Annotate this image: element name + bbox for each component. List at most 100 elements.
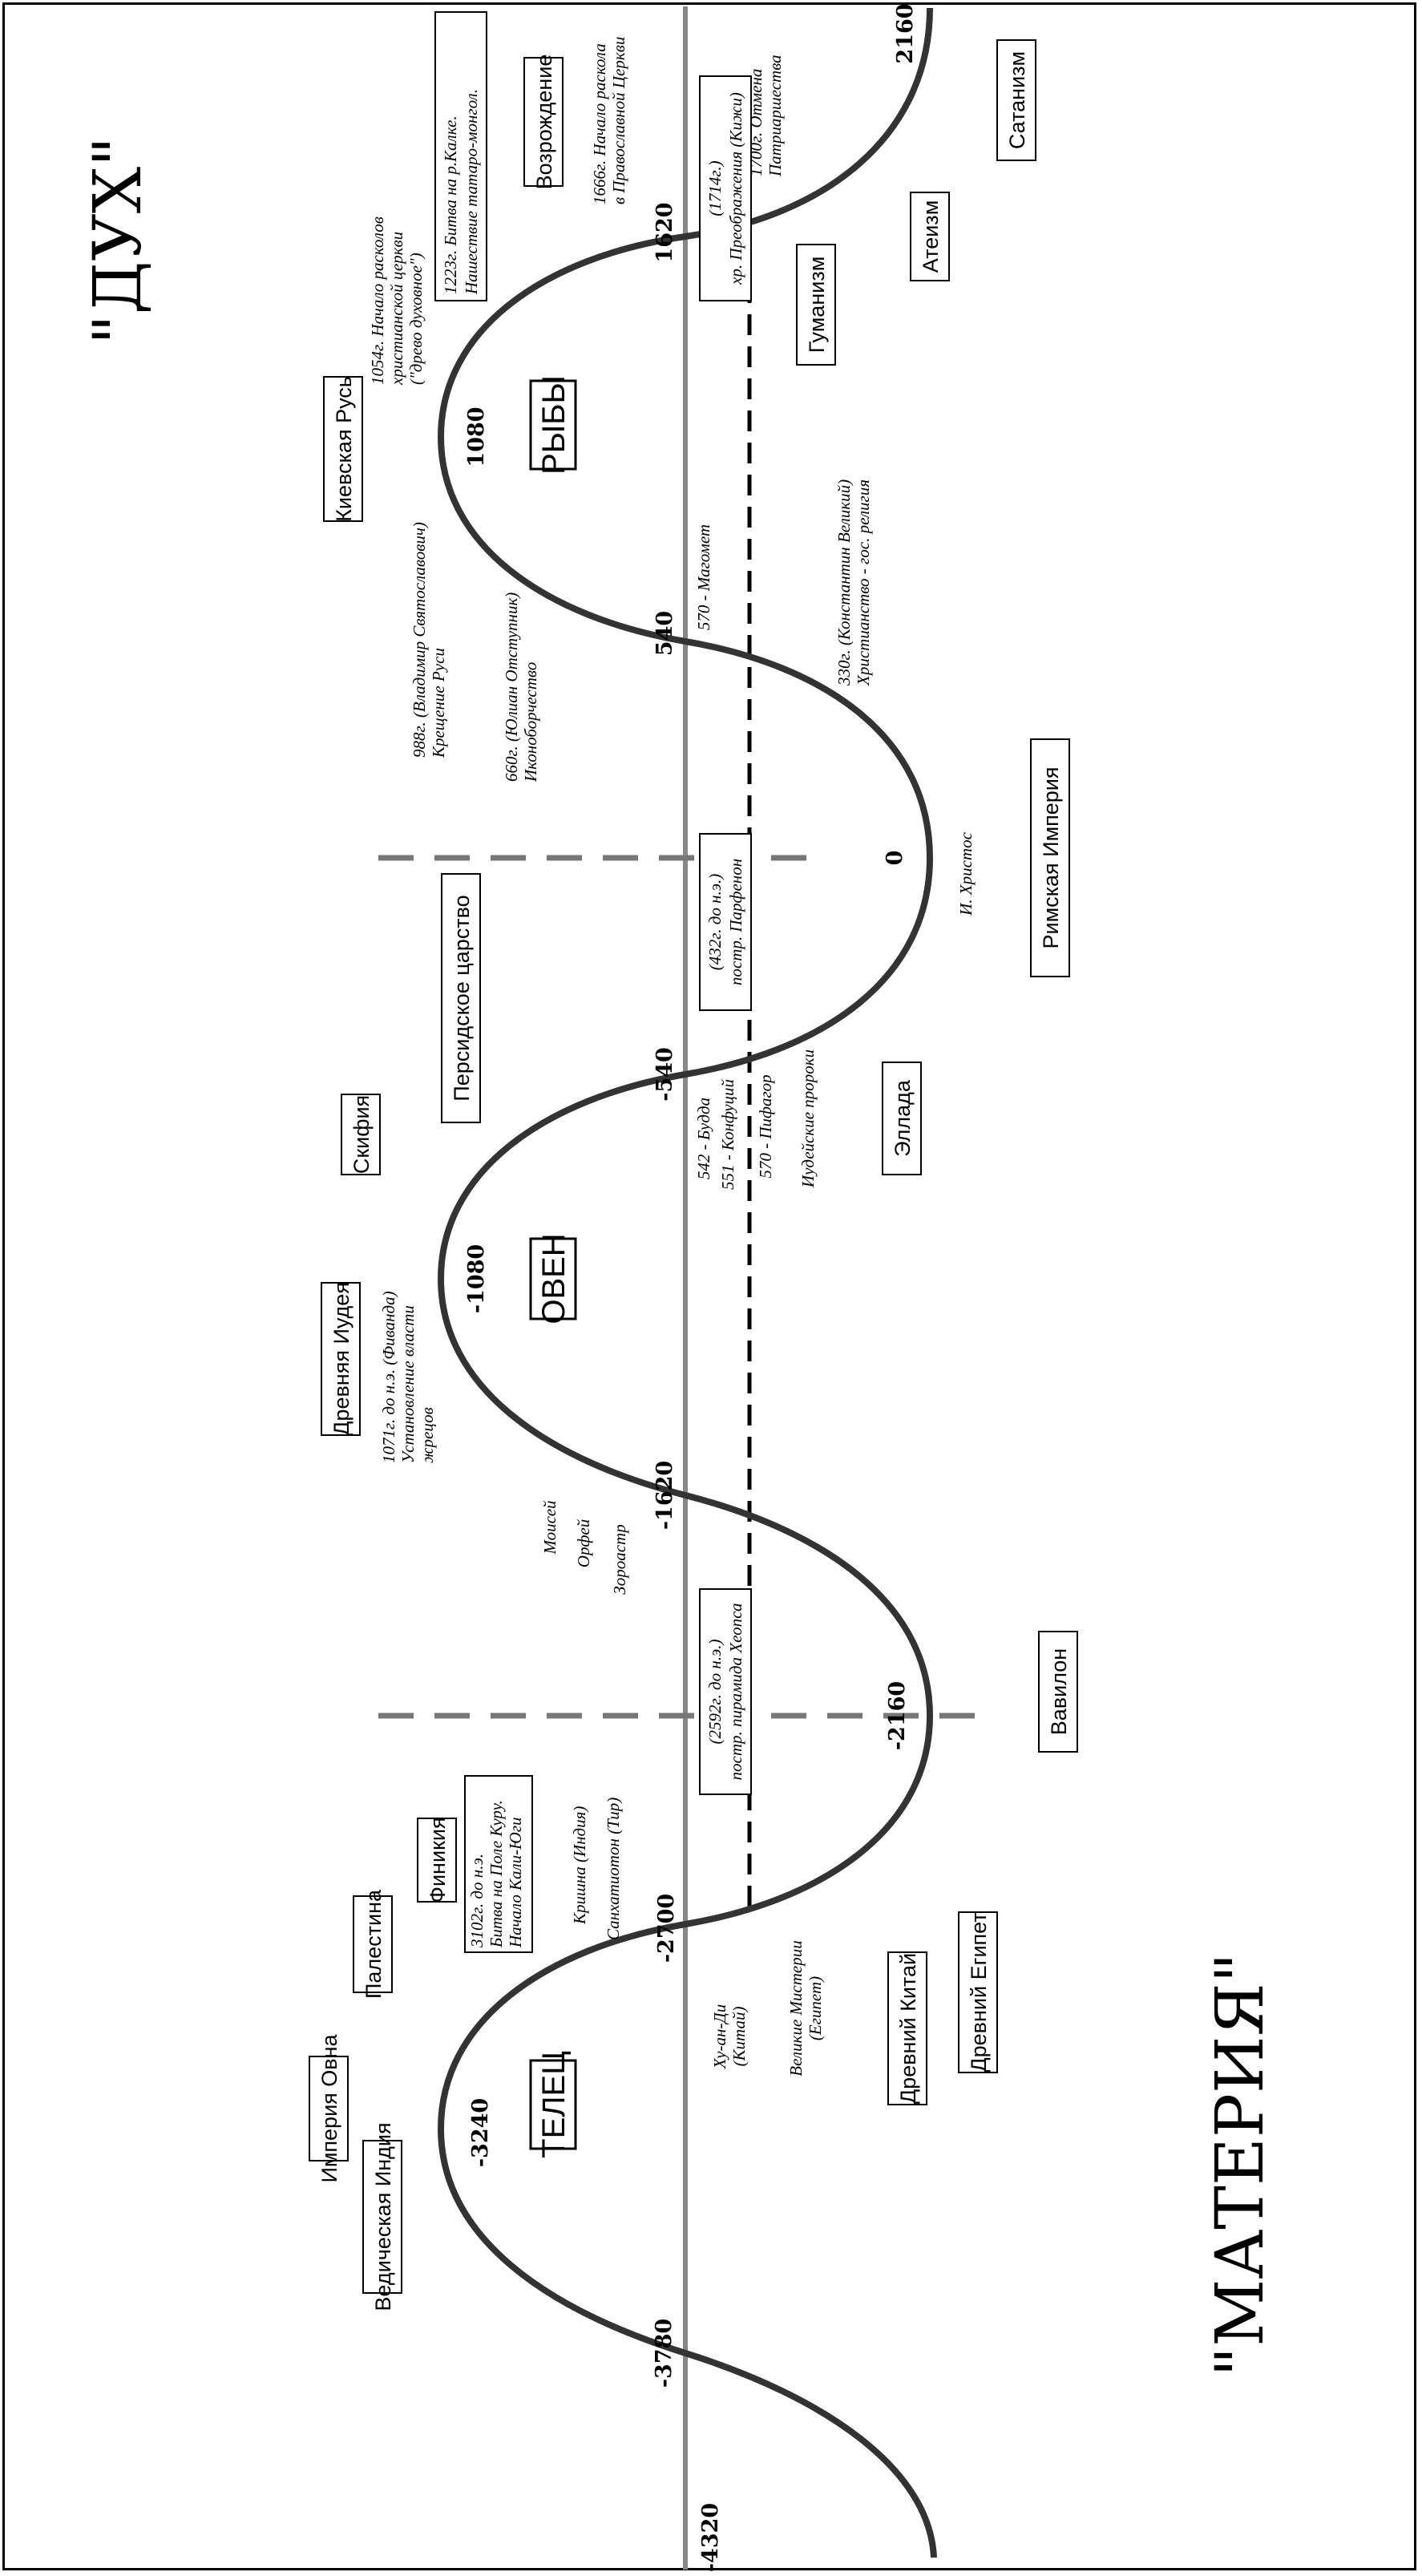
svg-text:Атеизм: Атеизм — [919, 200, 943, 273]
box-ancient-china: Древний Китай — [887, 1951, 927, 2105]
event-iconoclasm: 660г. (Юлиан Отступник) Иконоборчество — [502, 592, 540, 783]
event-hu-an-di: Ху-ан-Ди (Китай) — [710, 2004, 749, 2070]
svg-text:Иконоборчество: Иконоборчество — [521, 662, 540, 783]
event-parthenon: (432г. до н.э.) постр. Парфенон — [699, 833, 752, 1011]
svg-text:988г. (Владимир Святославович): 988г. (Владимир Святославович) — [410, 522, 429, 758]
wave-curve — [437, 7, 937, 2558]
svg-text:Битва на Поле Куру.: Битва на Поле Куру. — [487, 1800, 506, 1948]
svg-text:1700г. Отмена: 1700г. Отмена — [746, 69, 766, 176]
svg-text:РЫБЫ: РЫБЫ — [536, 375, 572, 475]
event-krishna: Кришна (Индия) — [570, 1806, 589, 1925]
svg-text:Древний Китай: Древний Китай — [896, 1953, 920, 2104]
svg-text:1054г. Начало расколов: 1054г. Начало расколов — [368, 216, 387, 385]
box-ancient-judea: Древняя Иудея — [321, 1282, 361, 1436]
box-phoenicia: Финикия — [417, 1817, 457, 1903]
event-confucius: 551 - Конфуций — [718, 1078, 737, 1190]
box-scythia: Скифия — [341, 1094, 381, 1175]
svg-text:Нашествие татаро-монгол.: Нашествие татаро-монгол. — [462, 89, 481, 295]
svg-text:330г. (Константин Великий): 330г. (Константин Великий) — [834, 479, 854, 686]
event-patriarchate: 1700г. Отмена Патриаршества — [746, 55, 785, 177]
date-label: 540 — [652, 611, 677, 656]
svg-text:(2592г. до н.э.): (2592г. до н.э.) — [705, 1640, 725, 1745]
date-label: 1620 — [652, 202, 677, 262]
event-prophets: Иудейские пророки — [798, 1049, 818, 1188]
svg-text:3102г. до н.э.: 3102г. до н.э. — [467, 1854, 487, 1948]
event-kurukshetra: 3102г. до н.э. Битва на Поле Куру. Начал… — [464, 1775, 533, 1953]
era-taurus: ТЕЛЕЦ — [529, 2051, 577, 2158]
svg-text:Начало Кали-Юги: Начало Кали-Юги — [506, 1817, 525, 1948]
event-christ: И. Христос — [956, 831, 976, 916]
svg-text:жрецов: жрецов — [418, 1407, 437, 1463]
svg-text:ОВЕН: ОВЕН — [536, 1233, 572, 1324]
spirit-label: "ДУХ" — [80, 136, 156, 345]
event-constantine: 330г. (Константин Великий) Христианство … — [834, 479, 873, 686]
svg-text:Патриаршества: Патриаршества — [766, 55, 785, 177]
event-sanchuniathon: Санхатиотон (Тир) — [604, 1798, 623, 1940]
svg-text:Христианство - гос. религия: Христианство - гос. религия — [854, 479, 873, 686]
event-kizhi: (1714г.) хр. Преображения (Кижи) — [699, 75, 752, 301]
event-zoroaster: Зороастр — [610, 1524, 629, 1594]
date-label: 1080 — [464, 406, 489, 467]
era-pisces: РЫБЫ — [529, 375, 577, 475]
svg-text:660г. (Юлиан Отступник): 660г. (Юлиан Отступник) — [502, 592, 521, 782]
svg-text:Персидское царство: Персидское царство — [450, 895, 474, 1101]
box-persian-kingdom: Персидское царство — [441, 873, 481, 1123]
svg-text:Великие Мистерии: Великие Мистерии — [786, 1940, 806, 2076]
event-pythagoras: 570 - Пифагор — [756, 1074, 775, 1178]
event-kalka: 1223г. Битва на р.Калке. Нашествие татар… — [434, 11, 487, 301]
svg-text:Гуманизм: Гуманизм — [805, 257, 829, 354]
event-mysteries: Великие Мистерии (Египет) — [786, 1940, 825, 2076]
svg-text:(Китай): (Китай) — [729, 2007, 749, 2067]
matter-label: "МАТЕРИЯ" — [1202, 1953, 1279, 2377]
svg-text:(432г. до н.э.): (432г. до н.э.) — [705, 874, 725, 970]
era-aries: ОВЕН — [529, 1233, 577, 1324]
box-satanism: Сатанизм — [996, 39, 1036, 161]
date-label: -1080 — [464, 1244, 489, 1313]
svg-text:(Египет): (Египет) — [806, 1976, 825, 2040]
svg-text:1666г. Начало раскола: 1666г. Начало раскола — [590, 43, 609, 204]
svg-text:христианской церкви: христианской церкви — [387, 232, 406, 386]
event-david: 1071г. до н.э. (Фиванда) Установление вл… — [379, 1291, 437, 1463]
svg-text:ТЕЛЕЦ: ТЕЛЕЦ — [536, 2051, 572, 2158]
date-label: -4320 — [698, 2503, 723, 2572]
box-palestine: Палестина — [353, 1889, 393, 1999]
box-ancient-egypt: Древний Египет — [958, 1911, 998, 2073]
svg-text:постр. пирамида Хеопса: постр. пирамида Хеопса — [726, 1603, 745, 1781]
event-moses: Моисей — [540, 1500, 560, 1555]
svg-text:постр. Парфенон: постр. Парфенон — [726, 859, 745, 985]
date-label: -3780 — [652, 2319, 677, 2388]
svg-text:Древний Египет: Древний Египет — [967, 1912, 991, 2072]
svg-text:Вавилон: Вавилон — [1047, 1648, 1071, 1735]
svg-text:Ху-ан-Ди: Ху-ан-Ди — [710, 2004, 729, 2070]
event-cheops: (2592г. до н.э.) постр. пирамида Хеопса — [699, 1588, 752, 1795]
svg-text:1071г. до н.э. (Фиванда): 1071г. до н.э. (Фиванда) — [379, 1291, 398, 1463]
svg-text:Палестина: Палестина — [362, 1889, 386, 1999]
date-label: -3240 — [468, 2098, 493, 2167]
svg-text:Ведическая Индия: Ведическая Индия — [371, 2122, 395, 2311]
box-kievan-rus: Киевская Русь — [323, 376, 363, 522]
event-raskol: 1666г. Начало раскола в Православной Цер… — [590, 37, 628, 204]
box-roman-empire: Римская Империя — [1030, 738, 1070, 977]
date-label: 0 — [883, 851, 907, 866]
event-schism: 1054г. Начало расколов христианской церк… — [368, 216, 426, 386]
event-orpheus: Орфей — [574, 1519, 593, 1567]
svg-text:Крещение Руси: Крещение Руси — [429, 648, 448, 758]
svg-text:хр. Преображения (Кижи): хр. Преображения (Кижи) — [726, 92, 745, 285]
svg-text:(1714г.): (1714г.) — [705, 160, 725, 216]
date-label: -540 — [652, 1047, 677, 1102]
svg-text:1223г. Битва на р.Калке.: 1223г. Битва на р.Калке. — [441, 115, 460, 294]
svg-text:Сатанизм: Сатанизм — [1005, 51, 1029, 149]
svg-text:Финикия: Финикия — [426, 1817, 450, 1903]
date-label: -2700 — [654, 1894, 679, 1963]
svg-text:Римская Империя: Римская Империя — [1039, 766, 1063, 948]
event-muhammad: 570 - Магомет — [694, 524, 713, 630]
date-label: 2160 — [893, 3, 918, 63]
svg-text:Возрождение: Возрождение — [532, 55, 556, 190]
box-empire-aries: Империя Овна — [309, 2033, 349, 2183]
svg-text:Древняя Иудея: Древняя Иудея — [329, 1282, 353, 1436]
box-vedic-india: Ведическая Индия — [362, 2122, 402, 2311]
date-label: -2160 — [885, 1681, 910, 1750]
box-atheism: Атеизм — [910, 192, 950, 281]
